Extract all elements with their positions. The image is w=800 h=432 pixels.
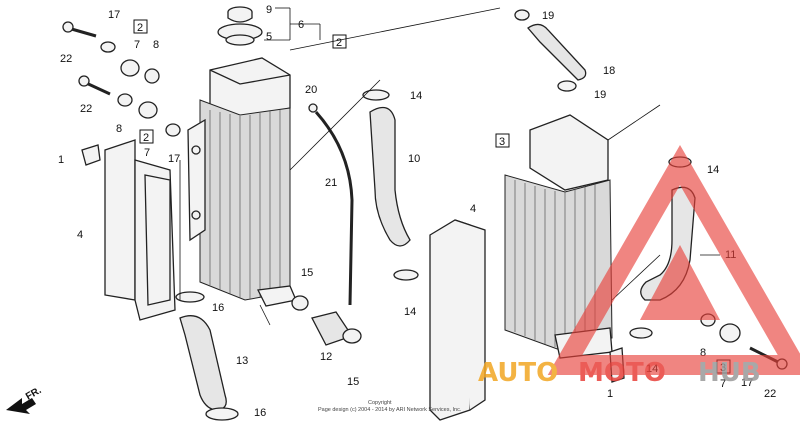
callout-7-top: 7 [134,39,140,51]
copyright-line-1: Copyright [368,400,392,406]
callout-10: 10 [408,153,420,165]
callout-16-a: 16 [212,302,224,314]
automotohub-watermark: AUTO MOTO HUB [478,144,800,388]
left-radiator [187,57,297,307]
callout-18: 18 [603,65,615,77]
left-shroud [104,139,176,321]
callout-17-top: 17 [108,9,120,21]
callout-22-mid: 22 [80,103,92,115]
callout-17-right: 17 [741,377,753,389]
callout-9: 9 [266,4,272,16]
callout-16-b: 16 [254,407,266,419]
callout-7-right: 7 [720,378,726,390]
callout-3-right-tank: 3 [499,136,505,148]
callout-13: 13 [236,355,248,367]
watermark-auto: AUTO [478,358,558,388]
callout-22-top: 22 [60,53,72,65]
breather-tube-21 [314,111,354,306]
right-radiator [504,114,613,359]
callout-20: 20 [305,84,317,96]
callout-8-top: 8 [153,39,159,51]
copyright-line-2: Page design (c) 2004 - 2014 by ARI Netwo… [318,407,462,413]
callout-22-right: 22 [764,388,776,400]
callout-21: 21 [325,177,337,189]
left-mounting-hardware [62,21,181,166]
right-shroud [429,219,486,421]
callout-1-left: 1 [58,154,64,166]
watermark-hub: HUB [698,358,761,388]
callout-2-top: 2 [137,22,143,34]
front-direction-indicator: FR. [6,385,44,414]
callout-14-a: 14 [410,90,422,102]
hose-18 [514,9,587,92]
callout-4-mid: 4 [470,203,476,215]
callout-14-b: 14 [404,306,416,318]
callout-19-a: 19 [542,10,554,22]
front-label: FR. [24,385,44,403]
callout-15-b: 15 [347,376,359,388]
callout-8-right: 8 [700,347,706,359]
callout-12: 12 [320,351,332,363]
callout-5: 5 [266,31,272,43]
lower-hose-13 [175,291,239,421]
callout-4-left: 4 [77,229,83,241]
callout-7-mid: 7 [144,147,150,159]
callout-19-b: 19 [594,89,606,101]
callout-14-c: 14 [707,164,719,176]
pipe-12 [291,295,362,346]
callout-1-right: 1 [607,388,613,400]
callout-2-mid: 2 [143,132,149,144]
copyright-notice: Copyright Page design (c) 2004 - 2014 by… [318,400,462,413]
leader-lines [179,7,720,326]
watermark-moto: MOTO [578,358,666,388]
callout-6: 6 [298,19,304,31]
callout-15-a: 15 [301,267,313,279]
callout-8-mid: 8 [116,123,122,135]
callout-2-kit: 2 [336,37,342,49]
radiator-cap [217,6,263,46]
upper-hose-10 [362,89,419,281]
callout-17-mid: 17 [168,153,180,165]
